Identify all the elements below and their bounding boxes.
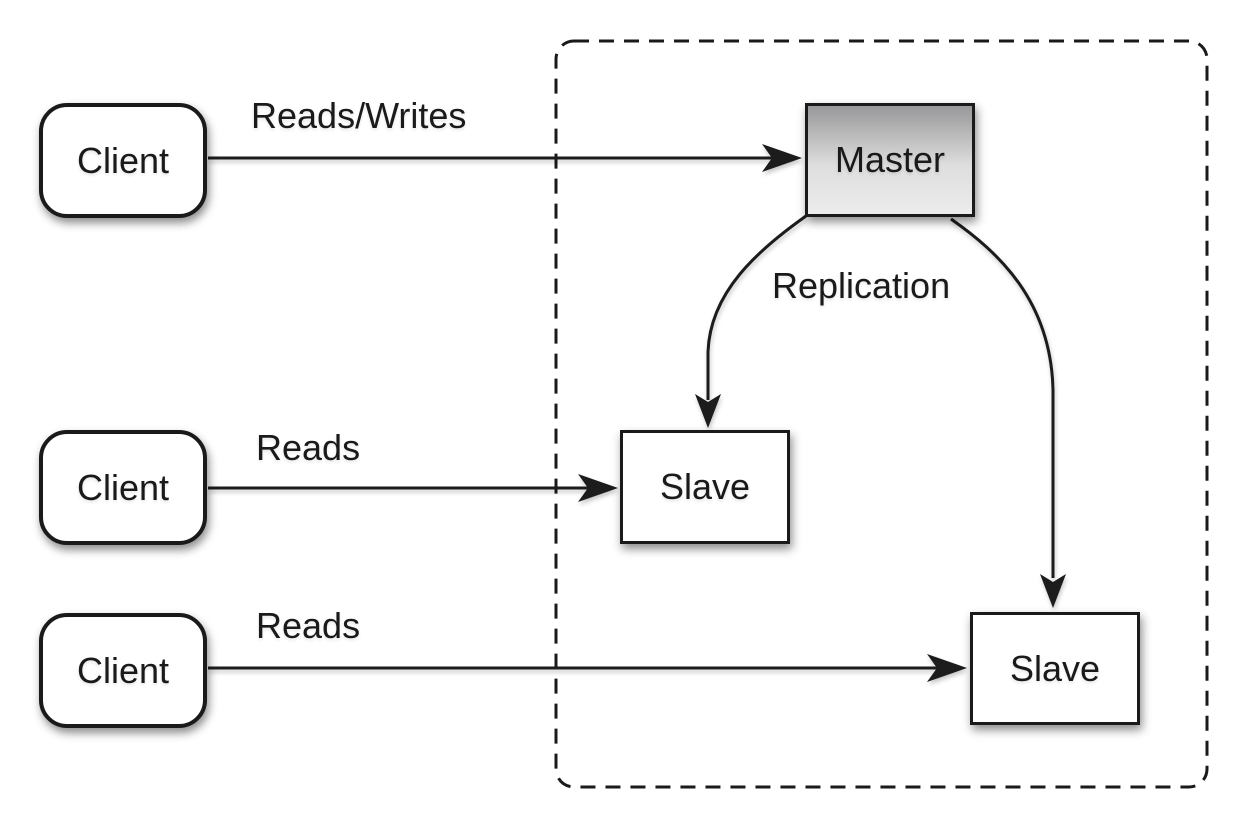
client-node-1-label: Client	[76, 139, 170, 181]
edge-label-reads-lower: Reads	[256, 605, 361, 646]
edge-label-replication: Replication	[772, 265, 951, 306]
edge-reads-writes-arrow	[208, 144, 802, 172]
client-node-1: Client	[39, 103, 207, 218]
master-node: Master	[805, 103, 975, 217]
slave-node-1: Slave	[620, 430, 790, 544]
edge-label-reads-writes: Reads/Writes	[251, 95, 467, 136]
master-node-label: Master	[834, 139, 946, 180]
client-node-3: Client	[39, 613, 207, 728]
replication-boundary-box	[554, 39, 1209, 789]
edge-replication-right-arrow	[950, 217, 1066, 608]
edge-reads-upper-arrow	[208, 474, 618, 502]
client-node-2-label: Client	[76, 466, 170, 508]
client-node-2: Client	[39, 430, 207, 545]
slave-node-1-label: Slave	[659, 466, 751, 507]
slave-node-2-label: Slave	[1009, 647, 1101, 689]
edge-replication-left-arrow	[695, 214, 807, 428]
slave-node-2: Slave	[970, 612, 1140, 725]
client-node-3-label: Client	[76, 649, 170, 691]
edge-reads-lower-arrow	[208, 654, 967, 682]
edge-label-reads-upper: Reads	[256, 427, 361, 468]
